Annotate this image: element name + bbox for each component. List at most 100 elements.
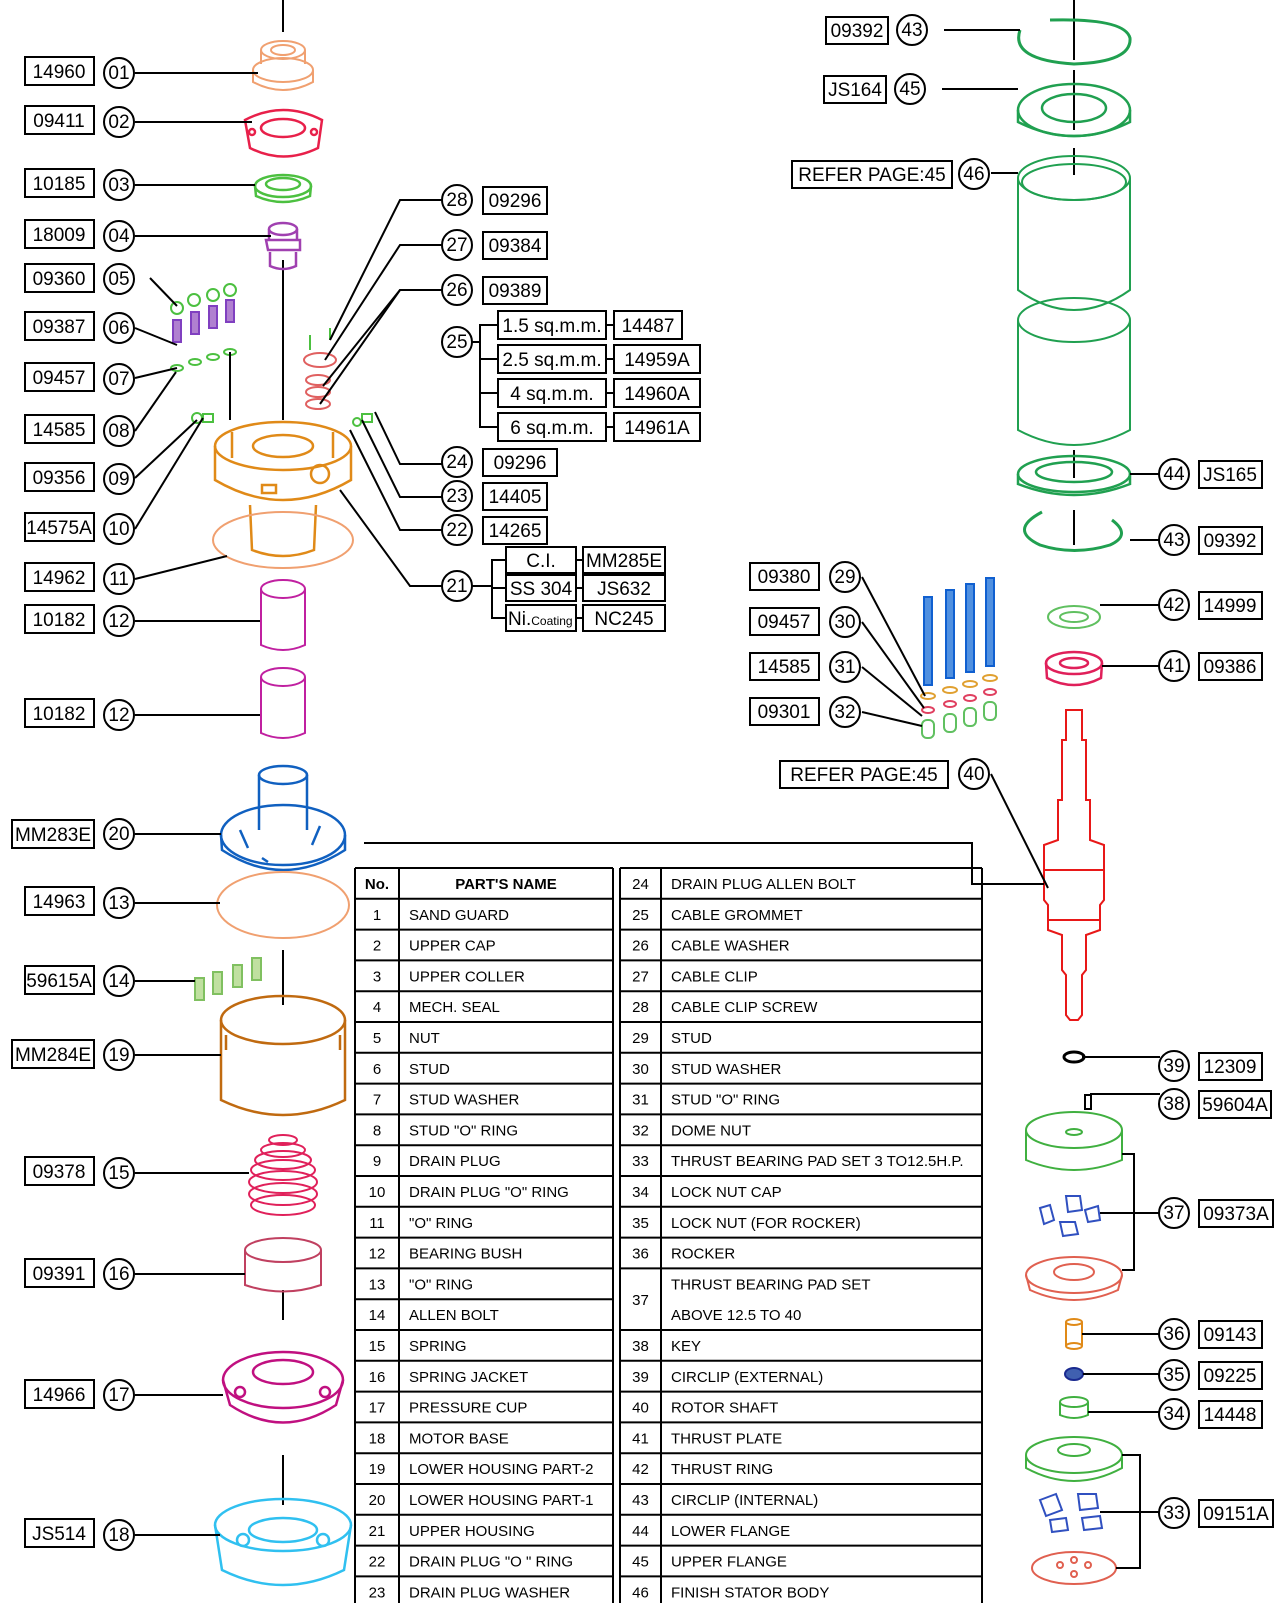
callout-16[interactable]: 09391 16 bbox=[24, 1258, 135, 1290]
cable-option-4[interactable]: 6 sq.m.m. 14961A bbox=[497, 412, 701, 442]
material: C.I. bbox=[526, 551, 556, 572]
callout-07[interactable]: 09457 07 bbox=[24, 362, 135, 395]
callout-43a[interactable]: 09392 43 bbox=[825, 14, 928, 46]
callout-08[interactable]: 14585 08 bbox=[24, 414, 135, 447]
callout-35[interactable]: 35 09225 bbox=[1158, 1359, 1263, 1391]
table-cell-name: DOME NUT bbox=[671, 1122, 751, 1139]
callout-36[interactable]: 36 09143 bbox=[1158, 1318, 1263, 1350]
callout-20[interactable]: MM283E 20 bbox=[11, 818, 135, 850]
part-code: 14405 bbox=[489, 487, 542, 508]
table-cell-no: 20 bbox=[369, 1492, 386, 1509]
part-code: 14966 bbox=[33, 1385, 86, 1406]
part-number: 40 bbox=[963, 764, 984, 785]
part-code: 12309 bbox=[1204, 1057, 1257, 1078]
part-code: JS514 bbox=[32, 1524, 86, 1545]
callout-37[interactable]: 37 09373A bbox=[1158, 1197, 1274, 1229]
callout-05[interactable]: 09360 05 bbox=[24, 263, 135, 295]
callout-15[interactable]: 09378 15 bbox=[24, 1156, 135, 1189]
callout-33[interactable]: 33 09151A bbox=[1158, 1497, 1274, 1529]
callout-17[interactable]: 14966 17 bbox=[24, 1379, 135, 1411]
spring-jacket-part bbox=[244, 1237, 322, 1293]
part-code: JS632 bbox=[597, 579, 651, 600]
table-cell-name: SPRING JACKET bbox=[409, 1369, 528, 1386]
callout-39[interactable]: 39 12309 bbox=[1158, 1050, 1263, 1082]
part-number: 21 bbox=[446, 576, 467, 597]
callout-04[interactable]: 18009 04 bbox=[24, 219, 135, 252]
part-number: 07 bbox=[108, 369, 129, 390]
table-cell-name: STUD bbox=[409, 1061, 450, 1078]
housing-option-ni-coating[interactable]: Ni.Coating NC245 bbox=[505, 604, 666, 632]
callout-11[interactable]: 14962 11 bbox=[24, 562, 135, 595]
callout-32[interactable]: 09301 32 bbox=[749, 696, 861, 728]
callout-34[interactable]: 34 14448 bbox=[1158, 1398, 1263, 1430]
callout-38[interactable]: 38 59604A bbox=[1158, 1088, 1272, 1120]
cable-option-2[interactable]: 2.5 sq.m.m. 14959A bbox=[497, 344, 701, 374]
callout-22[interactable]: 22 14265 bbox=[441, 514, 548, 546]
thrust-pad-set-37-part bbox=[1025, 1111, 1123, 1301]
table-cell-no: 7 bbox=[373, 1092, 381, 1109]
callout-26[interactable]: 26 09389 bbox=[441, 274, 548, 306]
callout-13[interactable]: 14963 13 bbox=[24, 886, 135, 919]
callout-29[interactable]: 09380 29 bbox=[749, 561, 861, 593]
cable-size: 2.5 sq.m.m. bbox=[502, 350, 601, 371]
callout-21[interactable]: 21 bbox=[441, 570, 473, 602]
callout-12a[interactable]: 10182 12 bbox=[24, 604, 135, 637]
part-code: 10182 bbox=[33, 704, 86, 725]
callout-40[interactable]: REFER PAGE:45 40 bbox=[779, 758, 990, 790]
cable-grommet-options: 1.5 sq.m.m. 14487 2.5 sq.m.m. 14959A 4 s… bbox=[497, 310, 701, 442]
callout-31[interactable]: 14585 31 bbox=[749, 651, 861, 683]
table-cell-name: ROCKER bbox=[671, 1246, 735, 1263]
table-cell-no: 12 bbox=[369, 1246, 386, 1263]
callout-30[interactable]: 09457 30 bbox=[749, 606, 861, 638]
callout-01[interactable]: 14960 01 bbox=[24, 56, 135, 89]
callout-46[interactable]: REFER PAGE:45 46 bbox=[791, 158, 990, 190]
left-assembly bbox=[170, 0, 373, 1587]
callout-25[interactable]: 25 bbox=[441, 326, 473, 358]
table-cell-no: 10 bbox=[369, 1184, 386, 1201]
table-cell-name: STUD WASHER bbox=[671, 1061, 781, 1078]
callout-44[interactable]: 44 JS165 bbox=[1158, 458, 1263, 490]
callout-23[interactable]: 23 14405 bbox=[441, 480, 548, 512]
callout-43b[interactable]: 43 09392 bbox=[1158, 524, 1263, 556]
callout-24[interactable]: 24 09296 bbox=[441, 446, 558, 478]
callout-18[interactable]: JS514 18 bbox=[24, 1518, 135, 1551]
cable-size: 1.5 sq.m.m. bbox=[502, 316, 601, 337]
callout-03[interactable]: 10185 03 bbox=[24, 168, 135, 201]
callout-02[interactable]: 09411 02 bbox=[24, 105, 135, 138]
o-ring-13-part bbox=[216, 871, 350, 939]
part-number: 44 bbox=[1163, 464, 1185, 485]
part-number: 45 bbox=[899, 79, 920, 100]
callout-45[interactable]: JS164 45 bbox=[823, 73, 926, 105]
table-cell-name: MECH. SEAL bbox=[409, 999, 500, 1016]
table-cell-name: MOTOR BASE bbox=[409, 1430, 509, 1447]
callout-28[interactable]: 28 09296 bbox=[441, 184, 548, 216]
table-cell-name: DRAIN PLUG "O" RING bbox=[409, 1184, 569, 1201]
callout-27[interactable]: 27 09384 bbox=[441, 229, 548, 261]
part-number: 46 bbox=[963, 164, 984, 185]
callout-12b[interactable]: 10182 12 bbox=[24, 698, 135, 731]
callout-41[interactable]: 41 09386 bbox=[1158, 650, 1263, 682]
housing-option-ss304[interactable]: SS 304 JS632 bbox=[505, 574, 666, 602]
callout-14[interactable]: 59615A 14 bbox=[24, 965, 135, 997]
table-cell-no: 26 bbox=[632, 938, 649, 955]
table-cell-name: SPRING bbox=[409, 1338, 467, 1355]
cable-option-1[interactable]: 1.5 sq.m.m. 14487 bbox=[497, 310, 683, 340]
table-cell-no: 43 bbox=[632, 1492, 649, 1509]
callout-09[interactable]: 09356 09 bbox=[24, 462, 135, 495]
table-cell-name: FINISH STATOR BODY bbox=[671, 1584, 829, 1601]
part-code: 14585 bbox=[33, 420, 86, 441]
callout-42[interactable]: 42 14999 bbox=[1158, 589, 1263, 621]
table-cell-name: CABLE CLIP SCREW bbox=[671, 999, 818, 1016]
part-number: 11 bbox=[109, 569, 129, 590]
callout-19[interactable]: MM284E 19 bbox=[11, 1039, 135, 1071]
table-cell-no: 9 bbox=[373, 1153, 381, 1170]
table-header-no: No. bbox=[365, 876, 389, 893]
cable-option-3[interactable]: 4 sq.m.m. 14960A bbox=[497, 378, 701, 408]
upper-flange-part bbox=[1016, 82, 1132, 138]
callout-10[interactable]: 14575A 10 bbox=[24, 512, 135, 545]
callout-06[interactable]: 09387 06 bbox=[24, 311, 135, 344]
housing-option-ci[interactable]: C.I. MM285E bbox=[505, 546, 666, 574]
part-code: 14960 bbox=[33, 62, 86, 83]
bearing-bush-parts bbox=[260, 579, 306, 739]
